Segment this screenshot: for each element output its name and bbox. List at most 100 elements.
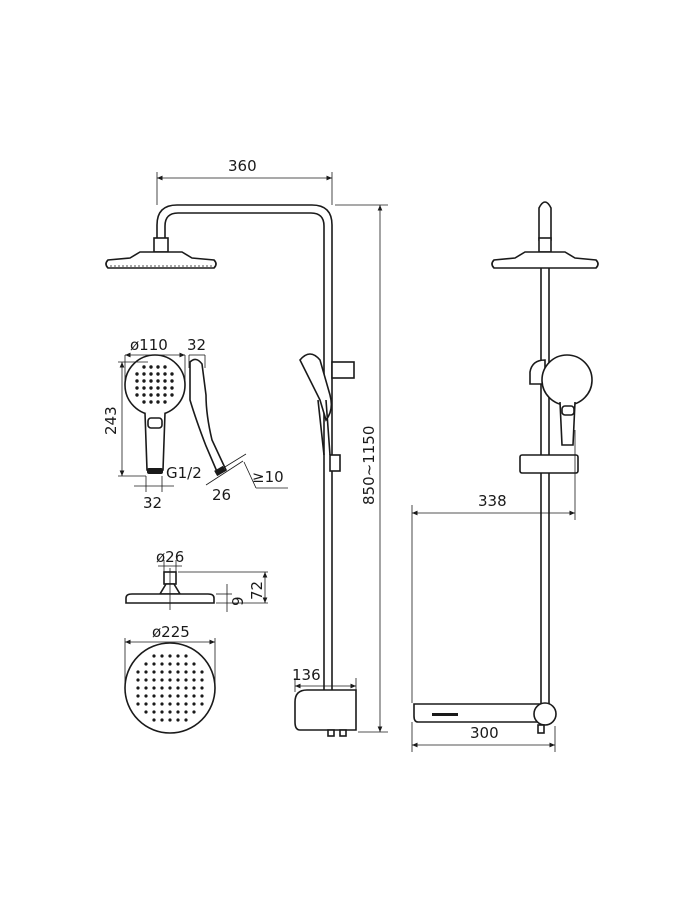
- nozzle-dot: [170, 372, 174, 376]
- nozzle-dot: [142, 400, 146, 404]
- nozzle-dot: [152, 694, 156, 698]
- hand-shower-side: [189, 358, 228, 476]
- side-head: [491, 251, 599, 269]
- nozzle-dot: [135, 379, 139, 383]
- nozzle-dot: [163, 400, 167, 404]
- nozzle-dot: [160, 670, 164, 674]
- nozzle-dot: [163, 386, 167, 390]
- nozzle-dot: [176, 662, 180, 666]
- nozzle-dot: [163, 372, 167, 376]
- dim-hand-shower-diameter: ø110: [130, 336, 168, 354]
- nozzle-dot: [168, 718, 172, 722]
- nozzle-dot: [176, 694, 180, 698]
- nozzle-dot: [149, 393, 153, 397]
- nozzle-dot: [168, 702, 172, 706]
- nozzle-dot: [149, 379, 153, 383]
- nozzle-dot: [168, 678, 172, 682]
- nozzle-dot: [142, 372, 146, 376]
- nozzle-dot: [144, 670, 148, 674]
- dim-head-height: 72: [248, 581, 266, 600]
- nozzle-dot: [184, 662, 188, 666]
- dim-head-thickness: 9: [229, 596, 247, 606]
- nozzle-dot: [192, 702, 196, 706]
- nozzle-dot: [163, 379, 167, 383]
- nozzle-dot: [168, 654, 172, 658]
- dim-arm-length: 360: [228, 157, 257, 175]
- nozzle-dot: [200, 694, 204, 698]
- nozzle-dot: [168, 686, 172, 690]
- thermostat-body: [294, 689, 357, 731]
- nozzle-dot: [136, 670, 140, 674]
- dim-connector-side: 26: [212, 486, 231, 504]
- nozzle-dot: [184, 686, 188, 690]
- nozzle-dot: [170, 393, 174, 397]
- nozzle-dot: [184, 670, 188, 674]
- nozzle-dot: [192, 662, 196, 666]
- nozzle-dot: [184, 678, 188, 682]
- head-front-detail: ø225: [124, 364, 583, 734]
- nozzle-dot: [168, 670, 172, 674]
- nozzle-dot: [160, 654, 164, 658]
- side-knob: [533, 702, 557, 726]
- dim-min-clearance: ≥10: [252, 468, 284, 486]
- dim-hand-shower-length: 243: [102, 406, 120, 435]
- nozzle-dot: [135, 386, 139, 390]
- nozzle-dot: [156, 365, 160, 369]
- nozzle-dot: [160, 678, 164, 682]
- nozzle-dot: [176, 670, 180, 674]
- dim-height-range: 850~1150: [360, 426, 378, 505]
- nozzle-dot: [144, 686, 148, 690]
- nozzle-dot: [176, 710, 180, 714]
- hand-shower-face: [124, 354, 186, 416]
- slide-bracket: [331, 361, 355, 379]
- nozzle-dot: [160, 718, 164, 722]
- overhead-arm: [156, 204, 333, 690]
- nozzle-dot: [136, 686, 140, 690]
- nozzle-dot: [152, 678, 156, 682]
- nozzle-dot: [152, 670, 156, 674]
- nozzle-dot: [200, 686, 204, 690]
- nozzle-dot: [149, 365, 153, 369]
- nozzle-dot: [160, 702, 164, 706]
- nozzle-dot: [163, 365, 167, 369]
- nozzle-dot: [192, 710, 196, 714]
- dim-thermostat-depth: 136: [292, 666, 321, 684]
- nozzle-dot: [152, 662, 156, 666]
- nozzle-dot: [176, 678, 180, 682]
- nozzle-dot: [156, 379, 160, 383]
- nozzle-dot: [152, 702, 156, 706]
- nozzle-dot: [152, 718, 156, 722]
- nozzle-dot: [176, 686, 180, 690]
- nozzle-dot: [168, 710, 172, 714]
- nozzle-dot: [149, 372, 153, 376]
- nozzle-dot: [176, 718, 180, 722]
- nozzle-dot: [142, 365, 146, 369]
- hand-shower-handle: [317, 399, 331, 456]
- nozzle-dot: [144, 662, 148, 666]
- nozzle-dot: [149, 400, 153, 404]
- nozzle-dot: [160, 694, 164, 698]
- nozzle-dot: [200, 702, 204, 706]
- nozzle-dot: [160, 662, 164, 666]
- nozzle-dot: [144, 694, 148, 698]
- nozzle-dot: [135, 393, 139, 397]
- nozzle-dot: [152, 654, 156, 658]
- nozzle-dot: [136, 702, 140, 706]
- dim-thermostat-width: 300: [470, 724, 499, 742]
- front-view: 360 850~1150 136: [105, 157, 388, 737]
- dim-connector-width: 32: [143, 494, 162, 512]
- hose-holder: [329, 454, 341, 472]
- nozzle-dot: [160, 686, 164, 690]
- nozzle-dot: [156, 393, 160, 397]
- nozzle-dot: [144, 710, 148, 714]
- nozzle-dot: [160, 710, 164, 714]
- head-side-detail: ø26 9 72: [125, 548, 268, 612]
- nozzle-dot: [156, 372, 160, 376]
- side-thermostat: [413, 703, 541, 723]
- nozzle-dot: [156, 400, 160, 404]
- side-riser: [540, 268, 550, 705]
- nozzle-dot: [152, 710, 156, 714]
- nozzle-dot: [170, 379, 174, 383]
- nozzle-dot: [192, 678, 196, 682]
- side-hand-shower: [541, 354, 593, 406]
